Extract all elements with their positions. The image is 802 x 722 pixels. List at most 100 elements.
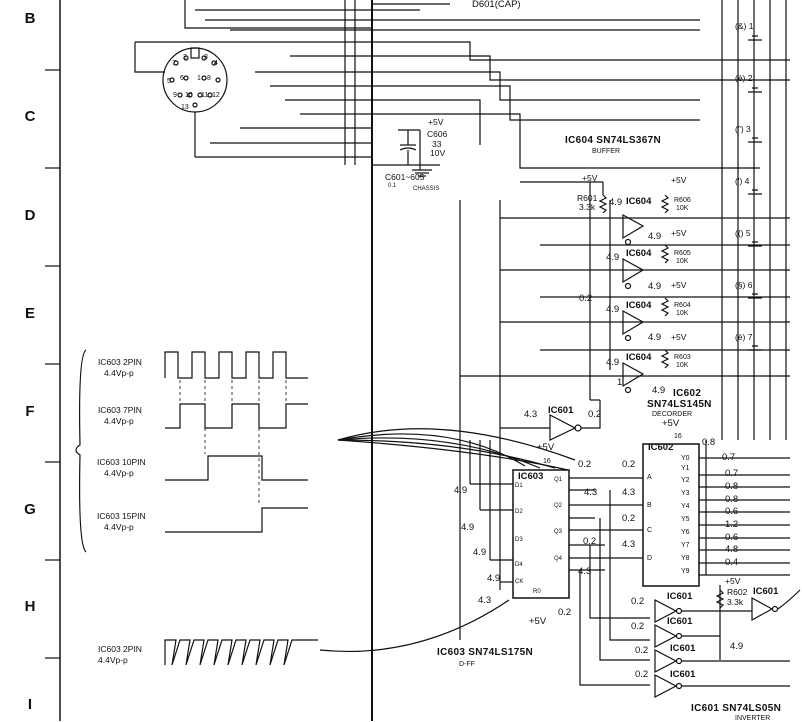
v-4-9-d: 4.9 bbox=[648, 281, 662, 292]
v-4-9-h: 4.9 bbox=[652, 385, 666, 396]
v-4-3-e: 4.3 bbox=[478, 595, 492, 606]
din-pin-8: 8 bbox=[207, 75, 211, 82]
waveform-2-amp: 4.4Vp-p bbox=[104, 416, 134, 426]
ic601-title: IC601 SN74LS05N bbox=[691, 703, 782, 714]
din-pin-12: 12 bbox=[212, 92, 220, 99]
ic603-q1: Q1 bbox=[554, 477, 563, 483]
ic601-subtitle: INVERTER bbox=[735, 715, 771, 722]
plus5v-cap: +5V bbox=[428, 117, 444, 127]
ic603-q2: Q2 bbox=[554, 503, 563, 509]
r603-value: 10K bbox=[676, 362, 689, 369]
ic603-ck: CK bbox=[515, 579, 524, 585]
ic602-y2: Y2 bbox=[681, 477, 690, 484]
v-4-3-f: 4.3 bbox=[578, 566, 592, 577]
ic602-y3: Y3 bbox=[681, 490, 690, 497]
v-plus5-ic603: +5V bbox=[537, 442, 555, 453]
ic602-y7: Y7 bbox=[681, 542, 690, 549]
waveform-2 bbox=[165, 403, 308, 429]
r601-label: R601 bbox=[577, 193, 598, 203]
row-letter-g: G bbox=[24, 501, 36, 518]
v-4-9-i: 4.9 bbox=[454, 485, 468, 496]
v-0-8-top: 0.8 bbox=[702, 437, 716, 448]
ic602-subtitle: DECORDER bbox=[652, 411, 693, 418]
ic601-inverters-bottom bbox=[654, 585, 801, 698]
ic604-title: IC604 SN74LS367N bbox=[565, 135, 661, 146]
c606-value: 33 bbox=[432, 139, 442, 149]
ic602-y6: Y6 bbox=[681, 529, 690, 536]
ic603-q4: Q4 bbox=[554, 556, 563, 562]
waveform-1-amp: 4.4Vp-p bbox=[104, 368, 134, 378]
ic602-y8: Y8 bbox=[681, 555, 690, 562]
waveform-5-amp: 4.4Vp-p bbox=[98, 655, 128, 665]
r606-label: R606 bbox=[674, 197, 691, 204]
ic603-subtitle: D-FF bbox=[459, 661, 475, 668]
key-2: (é) 2 bbox=[735, 73, 753, 83]
c606-label: C606 bbox=[427, 129, 448, 139]
v-0-2-b: 0.2 bbox=[588, 409, 602, 420]
row-letter-i: I bbox=[27, 696, 33, 713]
din-pin-7: 7 bbox=[172, 60, 176, 67]
ic602-part: SN74LS145N bbox=[647, 399, 712, 410]
r606-value: 10K bbox=[676, 205, 689, 212]
waveform-3 bbox=[165, 455, 308, 481]
ic602-box-label: IC602 bbox=[648, 442, 674, 453]
r602-label: R602 bbox=[727, 587, 748, 597]
row-letter-c: C bbox=[24, 108, 36, 125]
v-4-3-c: 4.3 bbox=[622, 487, 636, 498]
row-letter-d: D bbox=[24, 207, 36, 224]
ic602-in-a: A bbox=[647, 474, 652, 481]
key-3: (") 3 bbox=[735, 124, 751, 134]
v-0-2-d: 0.2 bbox=[622, 459, 636, 470]
v-0-2-f: 0.2 bbox=[583, 536, 597, 547]
v-0-4: 0.4 bbox=[725, 557, 739, 568]
v-1-2: 1.2 bbox=[725, 519, 739, 530]
ic604-buffer-3: IC604 bbox=[626, 300, 652, 311]
ic602-vcc-pin: 16 bbox=[674, 433, 682, 440]
din-pin-3: 3 bbox=[204, 54, 208, 61]
plus5v-r604: +5V bbox=[671, 280, 687, 290]
waveform-5 bbox=[164, 639, 318, 666]
chassis-label: CHASSIS bbox=[413, 186, 440, 192]
ic603-r0: R0 bbox=[533, 589, 541, 595]
ic603-d1: D1 bbox=[515, 483, 523, 489]
buffer-section bbox=[459, 0, 790, 640]
waveform-2-name: IC603 7PIN bbox=[98, 405, 142, 415]
din-pin-5: 5 bbox=[167, 78, 171, 85]
v-0-6-b: 0.6 bbox=[725, 532, 739, 543]
v-4-9-k: 4.9 bbox=[473, 547, 487, 558]
r604-label: R604 bbox=[674, 302, 691, 309]
key-5: (() 5 bbox=[735, 228, 751, 238]
r603-label: R603 bbox=[674, 354, 691, 361]
waveform-4-name: IC603 15PIN bbox=[97, 511, 146, 521]
din-pin-10: 10 bbox=[185, 92, 193, 99]
waveform-guides bbox=[179, 380, 287, 506]
din-pin-11: 11 bbox=[201, 92, 209, 99]
ic604-buffer-1: IC604 bbox=[626, 196, 652, 207]
v-0-2-c: 0.2 bbox=[578, 459, 592, 470]
waveform-1 bbox=[164, 351, 308, 379]
ic601-inverter-top bbox=[549, 414, 577, 441]
ic601-label-4: IC601 bbox=[670, 669, 696, 680]
waveform-3-amp: 4.4Vp-p bbox=[104, 468, 134, 478]
ic602-y4: Y4 bbox=[681, 503, 690, 510]
plus5v-r605: +5V bbox=[671, 228, 687, 238]
v-0-7-b: 0.7 bbox=[725, 468, 739, 479]
ic603-inputs bbox=[469, 440, 513, 583]
ic604-buffer-4: IC604 bbox=[626, 352, 652, 363]
ic603-d2: D2 bbox=[515, 509, 523, 515]
waveform-4 bbox=[165, 507, 308, 533]
waveform-1-name: IC603 2PIN bbox=[98, 357, 142, 367]
v-0-2-i: 0.2 bbox=[631, 621, 645, 632]
v-0-8-a: 0.8 bbox=[725, 481, 739, 492]
ic604-subtitle: BUFFER bbox=[592, 148, 620, 155]
ic602-y9: Y9 bbox=[681, 568, 690, 575]
v-4-3-a: 4.3 bbox=[524, 409, 538, 420]
din-pin-2-a: 2 bbox=[183, 54, 187, 61]
din-pin-9: 9 bbox=[173, 92, 177, 99]
ic602-title: IC602 bbox=[673, 388, 702, 399]
key-1: (&) 1 bbox=[735, 21, 754, 31]
v-0-2-e: 0.2 bbox=[622, 513, 636, 524]
waveform-bracket bbox=[75, 349, 87, 553]
row-letter-b: B bbox=[24, 10, 36, 27]
